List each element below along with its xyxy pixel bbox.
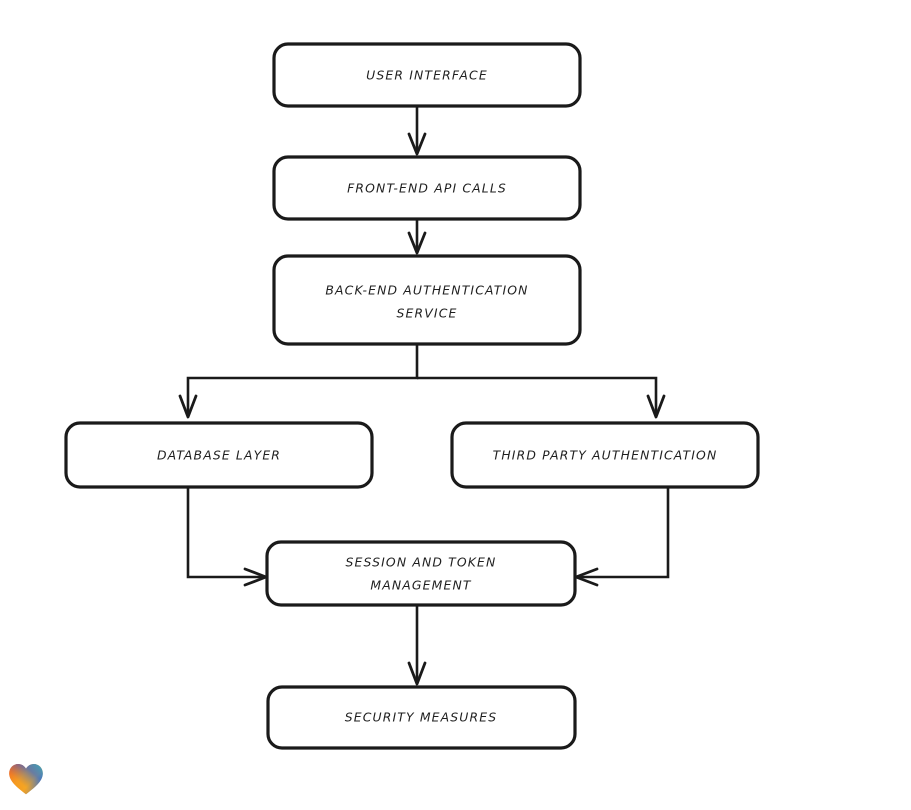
node-front-end-api-calls[interactable]: FRONT-END API CALLS — [272, 155, 582, 221]
node-session-and-token-management[interactable]: SESSION AND TOKEN MANAGEMENT — [265, 540, 577, 607]
node-database-layer-label: DATABASE LAYER — [157, 448, 281, 463]
node-user-interface-label: USER INTERFACE — [366, 68, 488, 83]
edge-thirdparty-to-session — [574, 487, 670, 587]
edge-backend-to-database — [178, 344, 419, 419]
edge-backend-to-thirdparty — [417, 376, 666, 419]
node-back-end-authentication-service-label-line1: BACK-END AUTHENTICATION — [325, 283, 528, 298]
node-security-measures[interactable]: SECURITY MEASURES — [266, 685, 577, 750]
node-front-end-api-calls-label: FRONT-END API CALLS — [347, 181, 507, 196]
node-back-end-authentication-service-label-line2: SERVICE — [397, 306, 458, 321]
node-back-end-authentication-service[interactable]: BACK-END AUTHENTICATION SERVICE — [272, 254, 582, 346]
node-user-interface[interactable]: USER INTERFACE — [272, 42, 582, 108]
edge-database-to-session — [186, 487, 268, 587]
edge-ui-to-api — [407, 106, 427, 156]
edge-api-to-backend — [407, 219, 427, 255]
node-database-layer[interactable]: DATABASE LAYER — [64, 421, 374, 489]
node-session-and-token-management-label-line1: SESSION AND TOKEN — [346, 555, 497, 570]
node-session-and-token-management-label-line2: MANAGEMENT — [370, 578, 471, 593]
node-security-measures-label: SECURITY MEASURES — [345, 710, 498, 725]
heart-icon — [9, 764, 43, 795]
node-third-party-authentication-label: THIRD PARTY AUTHENTICATION — [493, 448, 718, 463]
node-third-party-authentication[interactable]: THIRD PARTY AUTHENTICATION — [450, 421, 760, 489]
edge-session-to-security — [407, 605, 427, 686]
